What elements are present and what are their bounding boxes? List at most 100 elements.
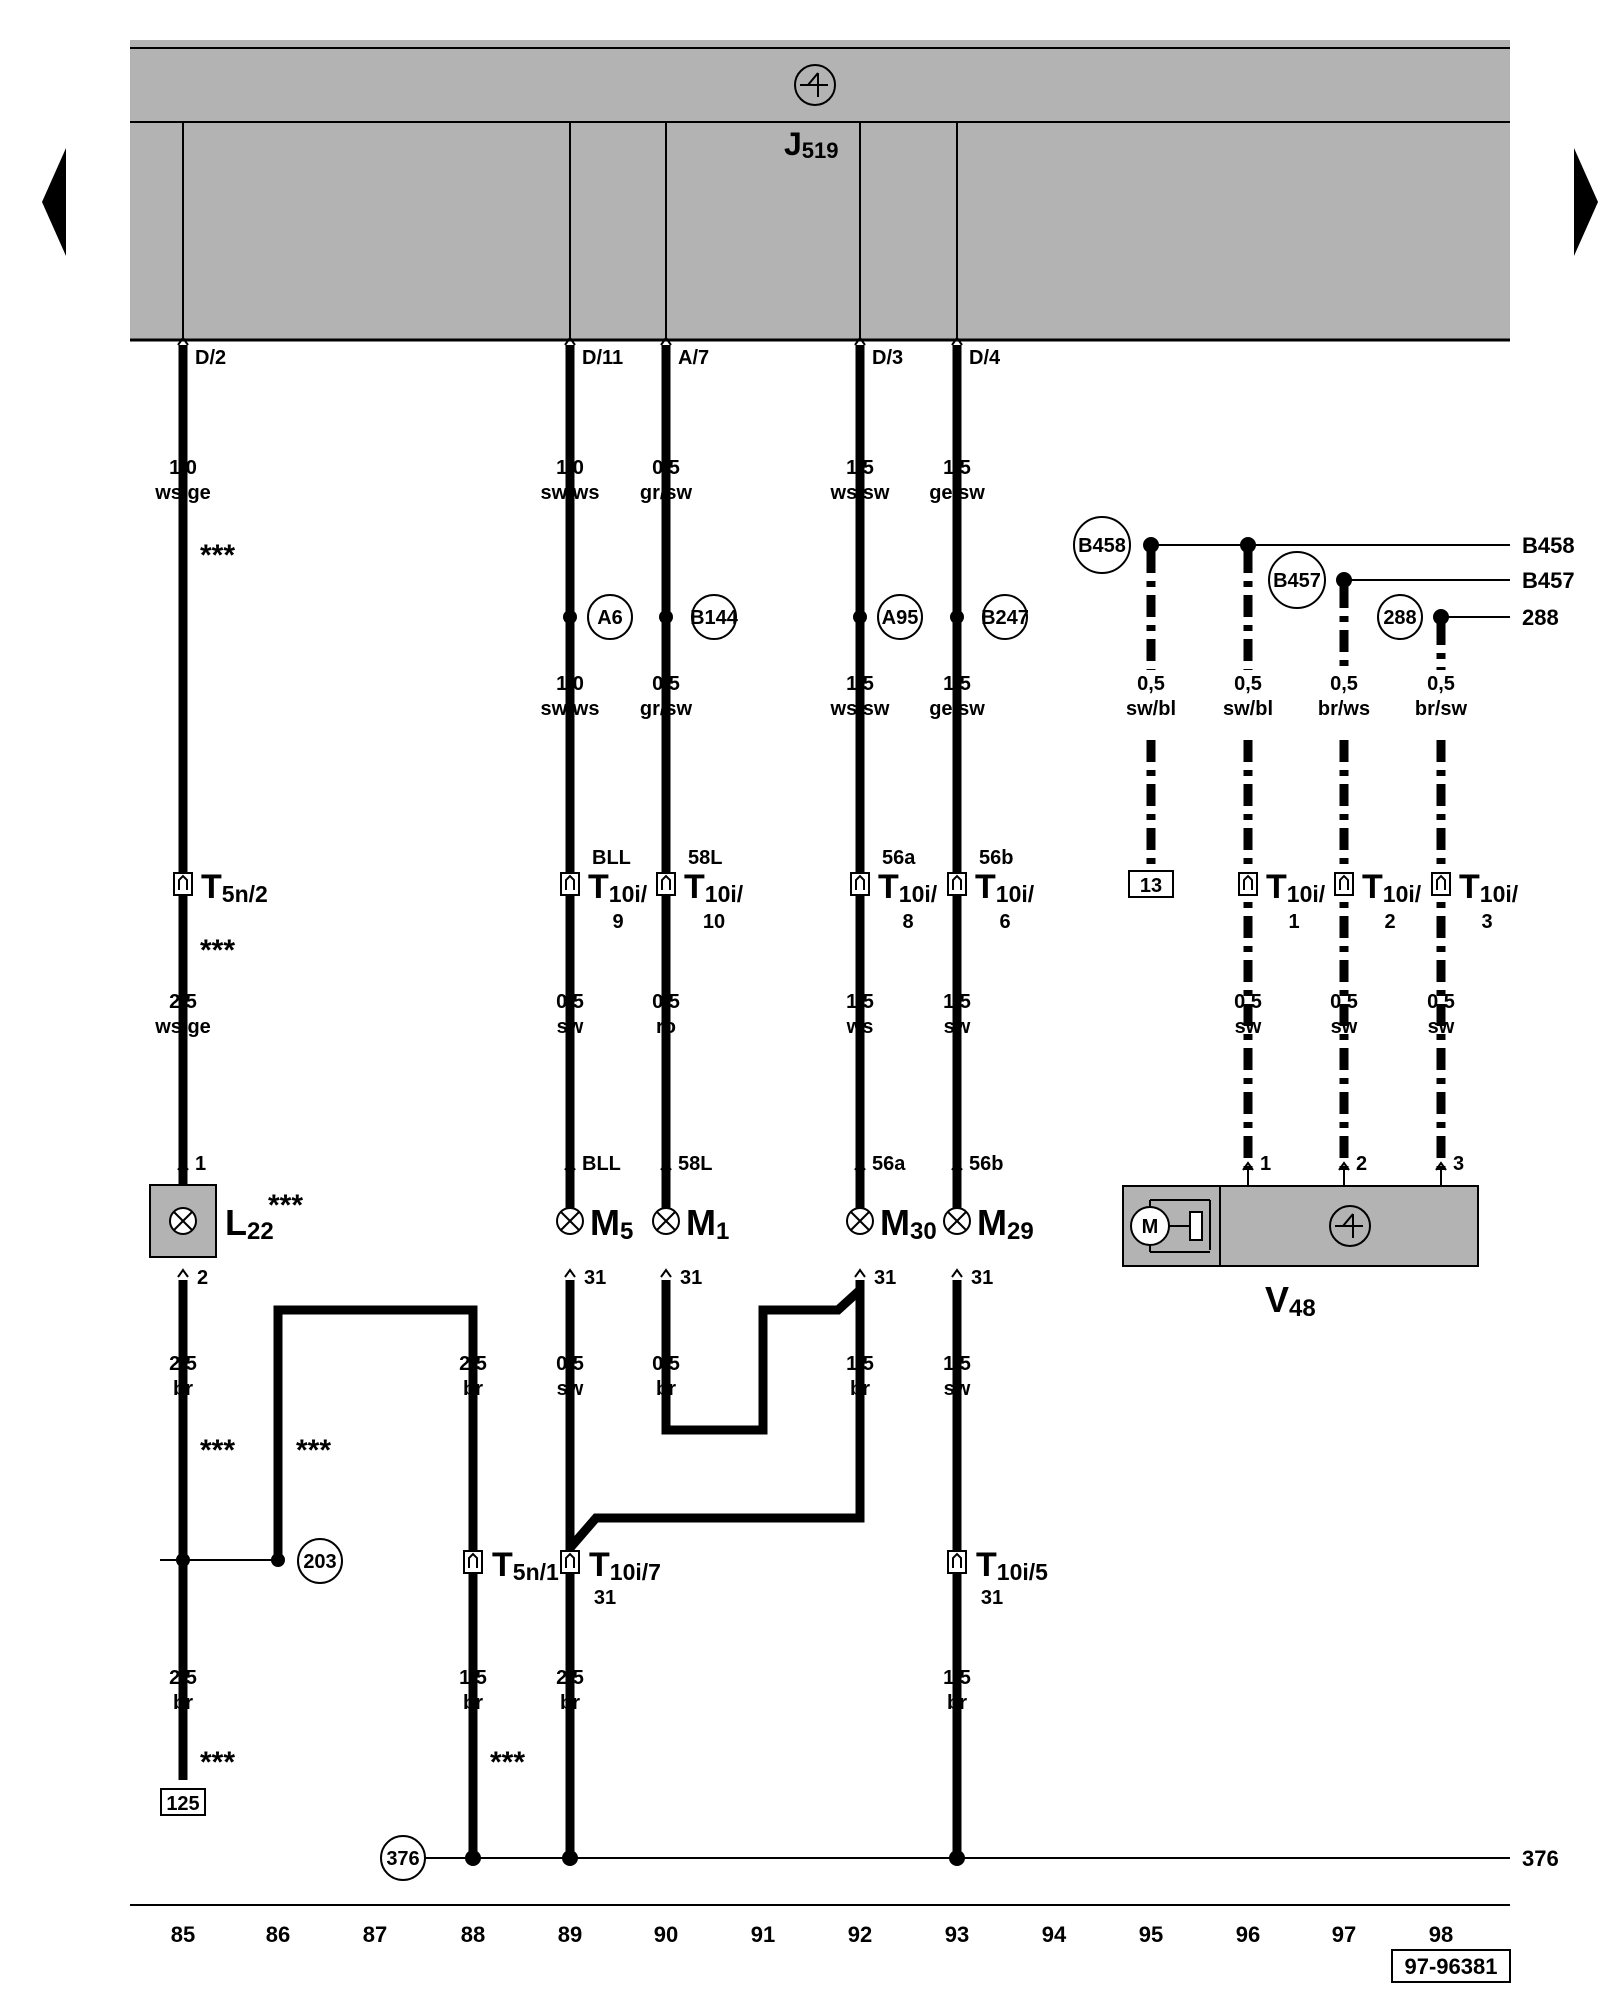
l22-wire-top-size: 1,0	[169, 457, 197, 479]
junction-A6-circle	[587, 594, 633, 640]
m29-top-connector-pin-icon	[952, 874, 962, 890]
l22-wire-low-color: ws/ge	[154, 1016, 211, 1038]
m5-top-connector-pin-icon	[565, 874, 575, 890]
m1-connector-signal: 58L	[688, 847, 722, 869]
bus-288-circle	[1377, 594, 1423, 640]
v48-pot-icon	[1189, 1211, 1203, 1241]
m30-wire-mid-color: ws/sw	[830, 698, 890, 720]
t5n1-link	[273, 1305, 478, 1858]
bus-b457-end: B457	[1522, 568, 1575, 593]
m29-wire-bottom-size: 1,5	[943, 1353, 971, 1375]
m29-wire-bottom-color: sw	[944, 1378, 971, 1400]
ground-376-node-0	[465, 1850, 481, 1866]
m30-ground-link	[566, 1290, 865, 1551]
track-number-87: 87	[363, 1922, 387, 1947]
v48-motor-label: M	[1142, 1216, 1159, 1238]
m29-wire-low-size: 1,5	[943, 991, 971, 1013]
rw3-connector-label: T10i/	[1362, 868, 1422, 907]
m1-wire-mid-size: 0,5	[652, 673, 680, 695]
m5-lamp-cross-b	[560, 1211, 580, 1231]
t10i7-wire-ground-color: br	[560, 1692, 580, 1714]
t10i5-connector-num: 31	[981, 1587, 1003, 1609]
next-page-arrow-icon[interactable]	[1574, 148, 1598, 256]
m30-top-connector-pin-icon	[855, 874, 865, 890]
m30-wire-low-size: 1,5	[846, 991, 874, 1013]
m29-lamp-top-pin-arrow-icon	[951, 1161, 963, 1171]
rw4-wire-low-color: sw	[1428, 1016, 1455, 1038]
m5-lamp-pin-top: BLL	[582, 1153, 621, 1175]
l22-lamp-pin-bottom: 2	[197, 1267, 208, 1289]
rw4-connector-pin-icon	[1436, 874, 1446, 890]
l22-wire-ground-color: br	[173, 1692, 193, 1714]
m29-lamp-pin-top: 56b	[969, 1153, 1003, 1175]
rw2-motor-pin: 1	[1260, 1153, 1271, 1175]
ground-376-end-label: 376	[1522, 1846, 1559, 1871]
rw2-connector-label: T10i/	[1266, 868, 1326, 907]
control-unit-label: J519	[784, 126, 839, 163]
doc-id-box	[1391, 1949, 1511, 1983]
track-number-94: 94	[1042, 1922, 1067, 1947]
m30-name: M30	[880, 1202, 937, 1245]
m5-wire-bottom-color: sw	[557, 1378, 584, 1400]
rw3-connector-pin-icon	[1339, 874, 1349, 890]
control-unit-j519: J519	[130, 40, 1510, 342]
junction-A6-label: A6	[597, 607, 623, 629]
ground-376-node-2	[949, 1850, 965, 1866]
track-number-92: 92	[848, 1922, 872, 1947]
note-stars-5: ***	[200, 1746, 235, 1779]
m30-wire-bottom-color: br	[850, 1378, 870, 1400]
t10i5-wire-ground-size: 1,5	[943, 1667, 971, 1689]
m5-connector-label: T10i/	[588, 868, 648, 907]
rw3-motor-pin: 2	[1356, 1153, 1367, 1175]
m5-pin-label: D/11	[582, 347, 623, 369]
m5-connector-num: 9	[612, 911, 623, 933]
rw3-connector-num: 2	[1384, 911, 1395, 933]
l22-lamp-cross-b	[173, 1211, 193, 1231]
m29-connector-label: T10i/	[975, 868, 1035, 907]
m30-wire-bottom-size: 1,5	[846, 1353, 874, 1375]
track-number-89: 89	[558, 1922, 582, 1947]
track-number-90: 90	[654, 1922, 678, 1947]
m30-connector-label: T10i/	[878, 868, 938, 907]
note-stars-2: ***	[200, 934, 235, 967]
v48-electronic-line-c	[1342, 1213, 1354, 1227]
m30-lamp-pin-top: 56a	[872, 1153, 906, 1175]
m30-lamp-cross-b	[850, 1211, 870, 1231]
electronic-symbol-icon	[794, 64, 836, 106]
m1-pin-label: A/7	[678, 347, 709, 369]
note-stars-1: ***	[200, 539, 235, 572]
m29-wire-mid-size: 1,5	[943, 673, 971, 695]
rw4-wire-low-size: 0,5	[1427, 991, 1455, 1013]
rw2-wire-top-size: 0,5	[1234, 673, 1262, 695]
m29-wire-low-color: sw	[944, 1016, 971, 1038]
junction-B144-label: B144	[690, 607, 739, 629]
ground-203-node-a	[176, 1553, 190, 1567]
m5-lamp-bottom-pin-arrow-icon	[564, 1268, 576, 1278]
m1-wire-low-size: 0,5	[652, 991, 680, 1013]
l22-name: L22	[225, 1202, 274, 1245]
doc-id-label: 97-96381	[1405, 1954, 1498, 1979]
junction-dot-B144	[659, 610, 673, 624]
ground-203-node-b	[271, 1553, 285, 1567]
rw2-connector-num: 1	[1288, 911, 1299, 933]
m30-wire-top-size: 1,5	[846, 457, 874, 479]
m1-wire-bottom-size: 0,5	[652, 1353, 680, 1375]
m30-connector-num: 8	[902, 911, 913, 933]
m1-connector-num: 10	[703, 911, 725, 933]
ground-point-203-circle	[297, 1538, 343, 1584]
junction-B144-circle	[691, 594, 737, 640]
t10i7-connector-num: 31	[594, 1587, 616, 1609]
m1-connector-label: T10i/	[684, 868, 744, 907]
rw3-wire-top-color: br/ws	[1318, 698, 1370, 720]
bus-node-2	[1240, 537, 1256, 553]
l22-lamp-pin-top: 1	[195, 1153, 206, 1175]
junction-B247-label: B247	[981, 607, 1029, 629]
m29-pin-label: D/4	[969, 347, 1001, 369]
t5n1-wire-bottom-size: 2,5	[459, 1353, 487, 1375]
bus-node-4	[1433, 609, 1449, 625]
t5n1-wire-ground-size: 1,5	[459, 1667, 487, 1689]
t10i7-wire-ground-size: 2,5	[556, 1667, 584, 1689]
junction-B247-circle	[982, 594, 1028, 640]
previous-page-arrow-icon[interactable]	[42, 148, 66, 256]
m1-m30-link	[661, 1280, 865, 1435]
